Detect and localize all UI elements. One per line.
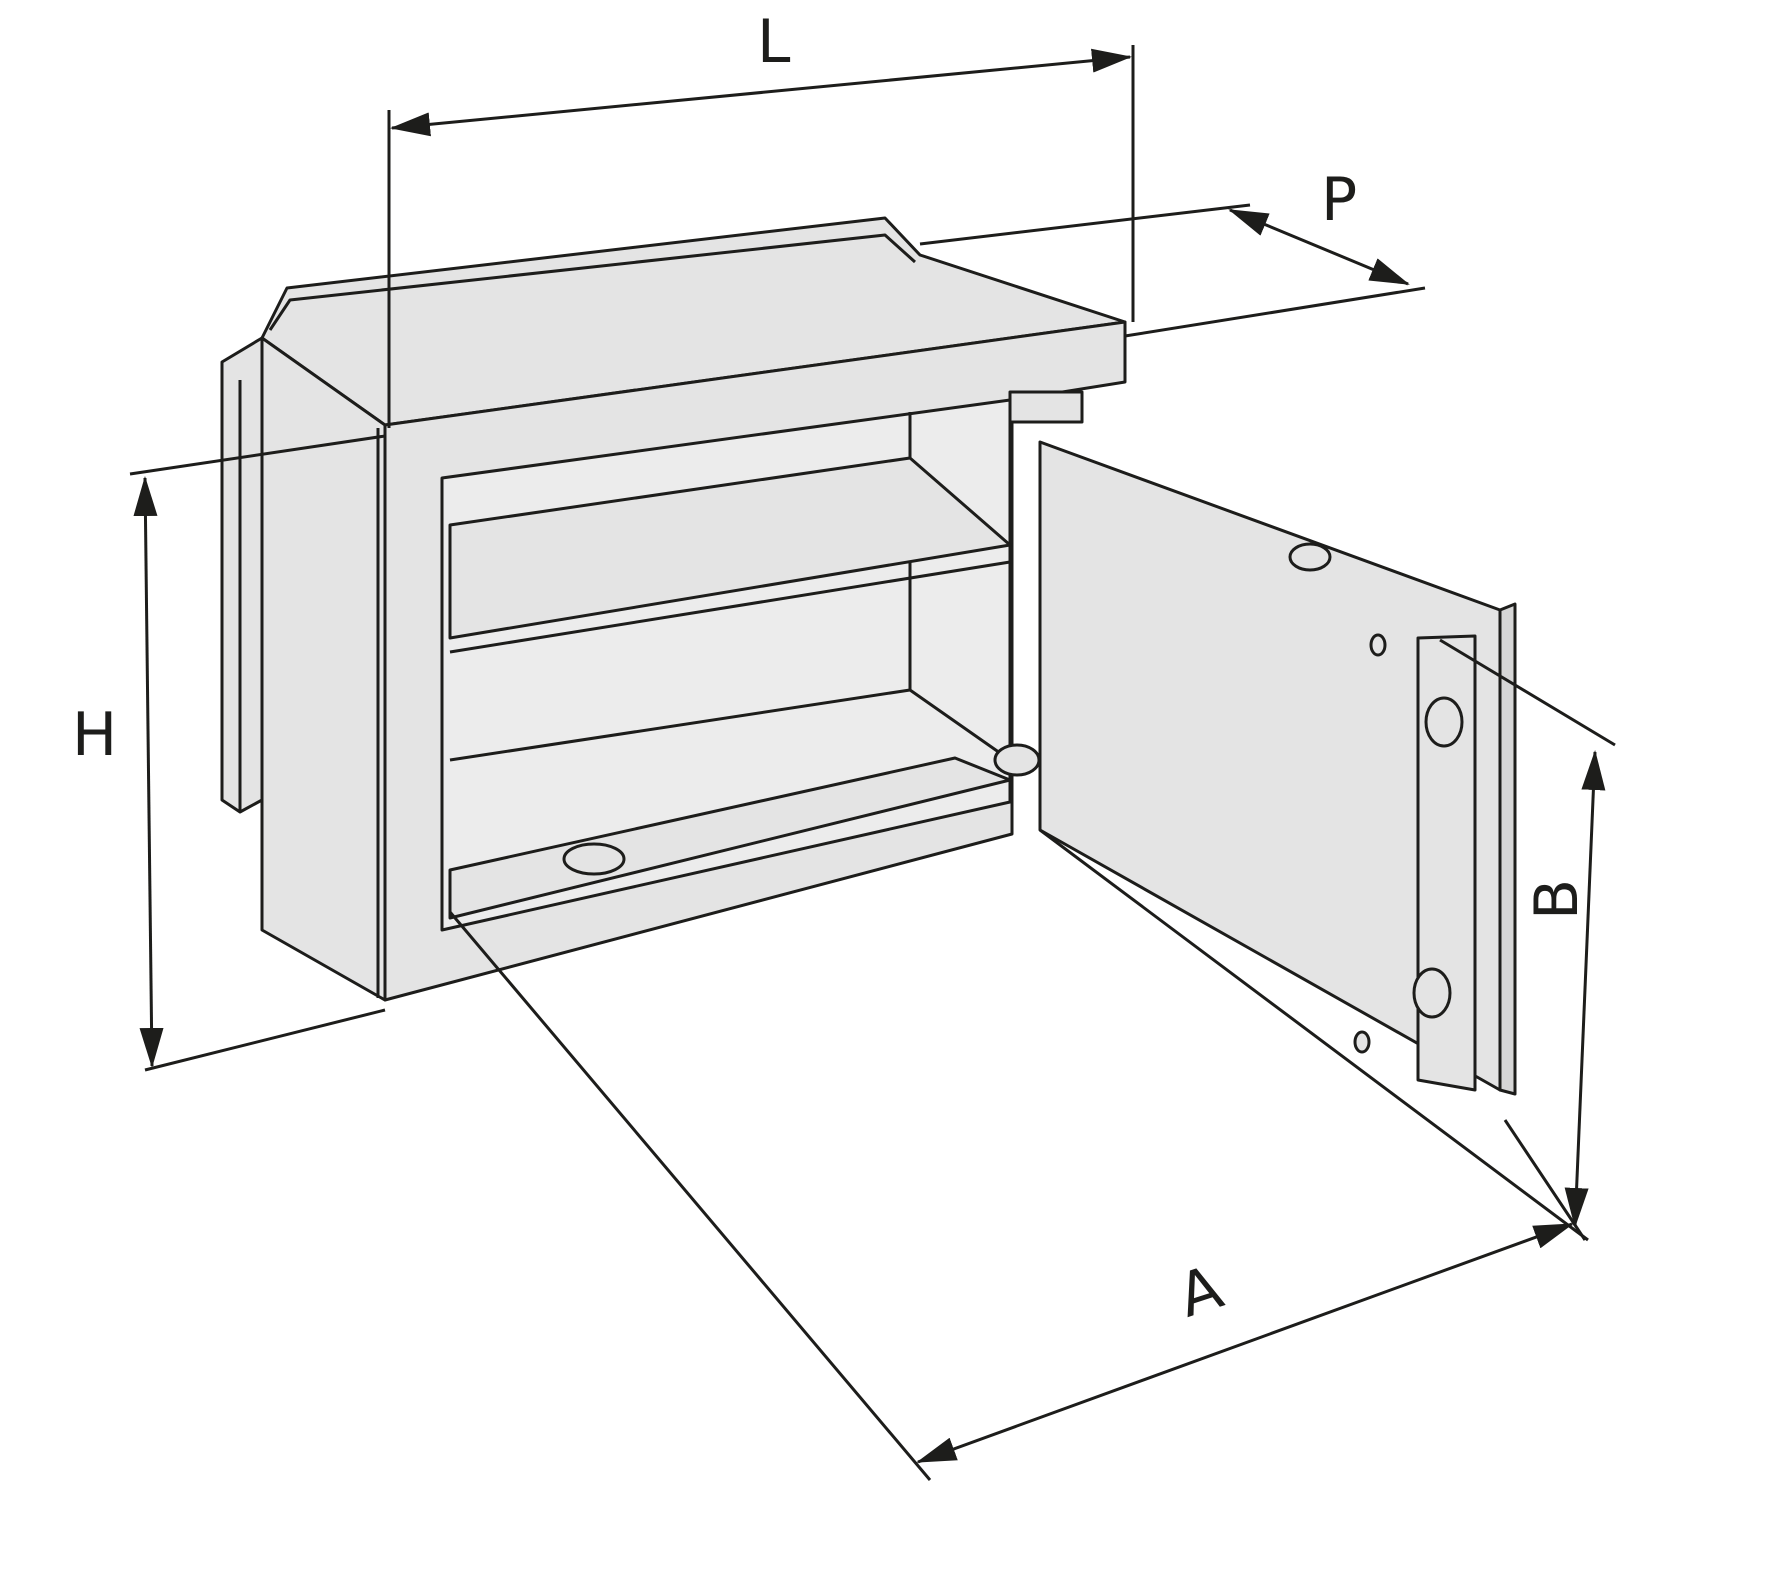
door-bolt-upper-icon bbox=[1424, 696, 1464, 748]
door-bolt-lower-icon bbox=[1412, 967, 1452, 1019]
hinge-pin-right-icon bbox=[993, 743, 1041, 777]
safe-bottom-rail bbox=[448, 756, 1012, 920]
dim-A-ext-right bbox=[1039, 828, 1589, 1242]
safe-upper-shelf-front bbox=[449, 560, 1011, 654]
door-screw-lower-icon bbox=[1353, 1030, 1371, 1054]
dim-P-ext-bottom bbox=[1124, 286, 1426, 338]
dim-L-line bbox=[390, 48, 1132, 137]
safe-left-flange bbox=[220, 336, 264, 814]
dim-H-ext-top bbox=[129, 434, 386, 476]
door-bolt-top-icon bbox=[1288, 542, 1332, 572]
dimension-label-B: B bbox=[1522, 878, 1592, 920]
dimension-label-H: H bbox=[72, 700, 118, 770]
dim-P-line bbox=[1228, 208, 1410, 286]
dimension-label-P: P bbox=[1321, 165, 1358, 235]
safe-lower-shelf bbox=[449, 688, 911, 762]
hinge-pin-bottom-icon bbox=[562, 842, 626, 876]
dim-B-ext-top bbox=[1439, 638, 1616, 747]
hinge-block-top bbox=[1008, 390, 1084, 424]
dimension-label-L: L bbox=[757, 7, 791, 77]
dim-P-ext-top bbox=[919, 203, 1251, 246]
dim-A-line bbox=[916, 1222, 1574, 1464]
safe-top-rim bbox=[268, 233, 917, 331]
door-screw-upper-icon bbox=[1369, 633, 1387, 657]
dim-B-line bbox=[1564, 750, 1606, 1228]
dim-H-line bbox=[133, 476, 164, 1068]
safe-upper-shelf bbox=[448, 456, 1012, 640]
dim-B-ext-bottom bbox=[1503, 1119, 1587, 1241]
dim-H-ext-bottom bbox=[144, 1008, 386, 1072]
safe-door-edge bbox=[1498, 602, 1517, 1096]
dim-A-ext-left bbox=[448, 911, 932, 1481]
